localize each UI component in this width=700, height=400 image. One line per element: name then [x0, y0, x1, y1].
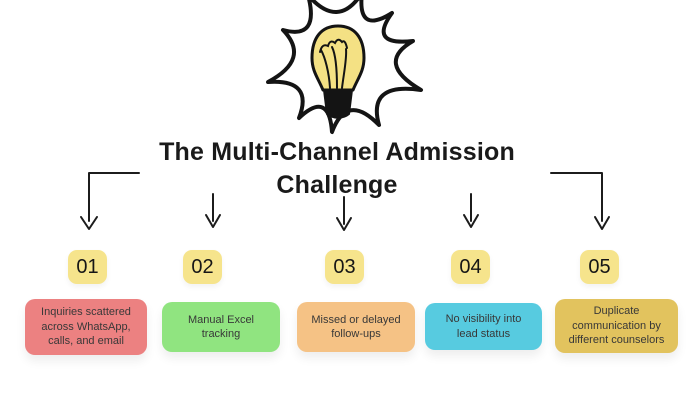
step-number: 02 — [191, 255, 214, 278]
challenge-label: Duplicate communication by different cou… — [568, 305, 665, 347]
challenge-box-4: No visibility into lead status — [425, 303, 542, 350]
bulb-filament — [319, 38, 348, 89]
challenge-box-2: Manual Excel tracking — [162, 302, 280, 352]
bulb-base — [323, 89, 353, 119]
page-title: The Multi-Channel Admission Challenge — [159, 138, 515, 199]
step-number: 04 — [459, 255, 482, 278]
challenge-box-1: Inquiries scattered across WhatsApp, cal… — [25, 299, 147, 355]
step-number: 01 — [76, 255, 99, 278]
step-number: 03 — [333, 255, 356, 278]
step-badge-03: 03 — [325, 250, 364, 284]
challenge-label: No visibility into lead status — [445, 313, 522, 340]
step-badge-04: 04 — [451, 250, 490, 284]
step-number: 05 — [588, 255, 611, 278]
step-badge-05: 05 — [580, 250, 619, 284]
arrow-down-5 — [550, 172, 610, 230]
bulb-glass — [310, 24, 366, 92]
challenge-label: Manual Excel tracking — [187, 313, 255, 341]
step-badge-02: 02 — [183, 250, 222, 284]
challenge-label: Inquiries scattered across WhatsApp, cal… — [41, 306, 131, 348]
challenge-box-3: Missed or delayed follow-ups — [297, 302, 415, 352]
step-badge-01: 01 — [68, 250, 107, 284]
challenge-box-5: Duplicate communication by different cou… — [555, 299, 678, 353]
challenge-label: Missed or delayed follow-ups — [311, 313, 401, 341]
lightbulb-icon — [266, 0, 423, 134]
